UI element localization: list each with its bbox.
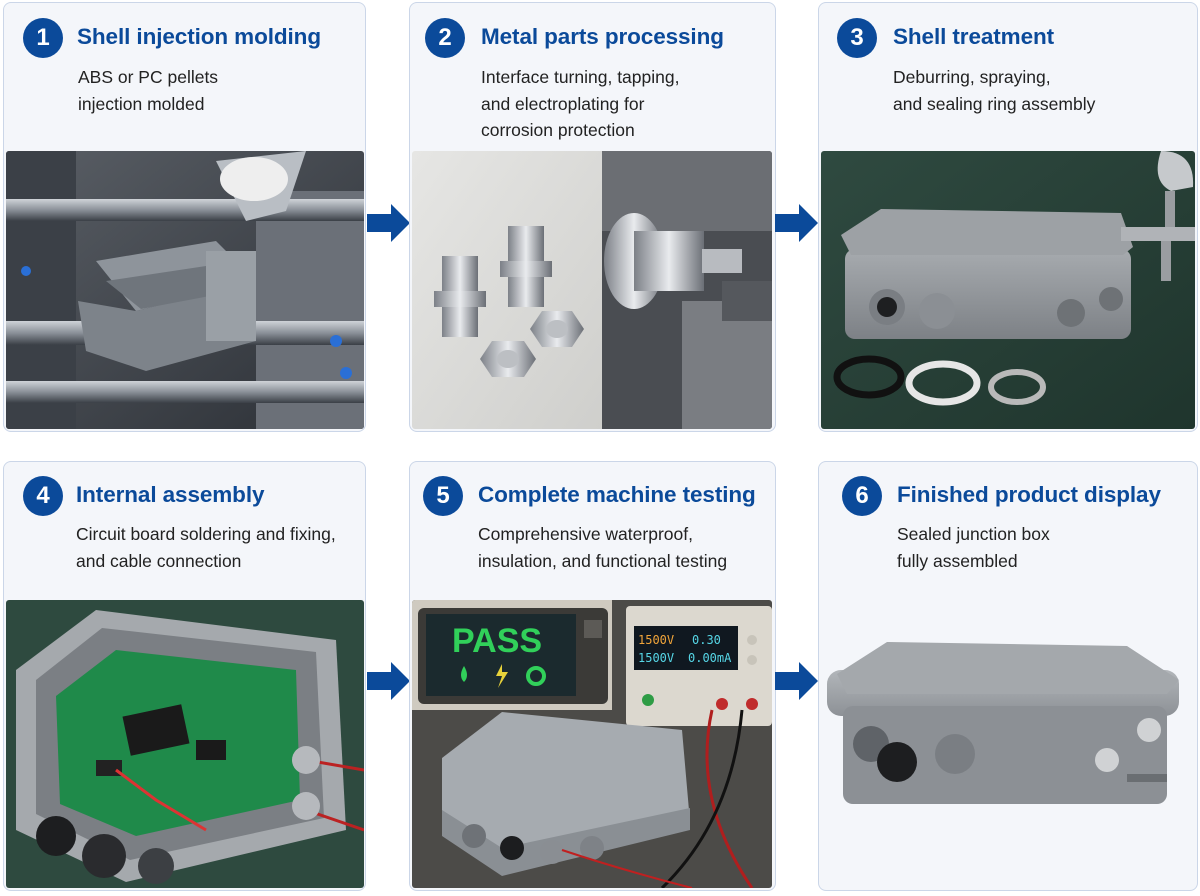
injection-molding-machine-photo — [6, 151, 364, 429]
step-title: Finished product display — [897, 482, 1161, 507]
step-title: Complete machine testing — [478, 482, 756, 507]
step-description: ABS or PC pellets injection molded — [78, 67, 219, 114]
circuit-board-in-enclosure-photo — [6, 600, 364, 888]
step-card-2: 2 Metal parts processing Interface turni… — [409, 2, 776, 432]
step-number-badge: 1 — [23, 18, 63, 58]
step-number-badge: 4 — [23, 476, 63, 516]
step-card-5: 5 Complete machine testing Comprehensive… — [409, 461, 776, 891]
arrow-right-icon — [367, 203, 411, 243]
step-title: Internal assembly — [76, 482, 265, 507]
arrow-right-icon — [775, 661, 819, 701]
step-card-4: 4 Internal assembly Circuit board solder… — [3, 461, 366, 891]
step-card-3: 3 Shell treatment Deburring, spraying, a… — [818, 2, 1198, 432]
arrow-right-icon — [775, 203, 819, 243]
step-description: Comprehensive waterproof, insulation, an… — [478, 524, 728, 571]
tester-current-2: 0.00mA — [688, 651, 732, 665]
spray-painting-enclosure-photo — [821, 151, 1195, 429]
tester-current-1: 0.30 — [692, 633, 721, 647]
step-title: Shell injection molding — [77, 24, 321, 49]
step-number-badge: 6 — [842, 476, 882, 516]
finished-junction-box-photo — [827, 634, 1191, 814]
tester-voltage-1: 1500V — [638, 633, 674, 647]
step-description: Sealed junction box fully assembled — [897, 524, 1050, 571]
step-card-6: 6 Finished product display Sealed juncti… — [818, 461, 1198, 891]
step-number-badge: 5 — [423, 476, 463, 516]
step-description: Interface turning, tapping, and electrop… — [481, 67, 680, 140]
tester-voltage-2: 1500V — [638, 651, 674, 665]
test-bench-photo: PASS 1500V 0.30 1500V 0.00mA — [412, 600, 772, 888]
step-description: Deburring, spraying, and sealing ring as… — [893, 67, 1096, 114]
arrow-right-icon — [367, 661, 411, 701]
step-title: Metal parts processing — [481, 24, 724, 49]
pass-text: PASS — [452, 622, 542, 660]
metal-fittings-and-lathe-photo — [412, 151, 772, 429]
step-description: Circuit board soldering and fixing, and … — [76, 524, 336, 571]
step-number-badge: 3 — [837, 18, 877, 58]
step-card-1: 1 Shell injection molding ABS or PC pell… — [3, 2, 366, 432]
step-title: Shell treatment — [893, 24, 1055, 49]
step-number-badge: 2 — [425, 18, 465, 58]
